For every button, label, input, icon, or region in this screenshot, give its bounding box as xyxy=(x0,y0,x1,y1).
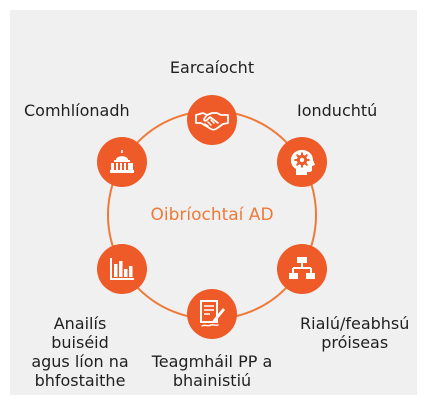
node-rialu-proiseas xyxy=(277,244,327,294)
document-pen-icon xyxy=(200,300,225,327)
node-label-earcaiocht: Earcaíocht xyxy=(169,58,255,77)
node-label-comhlionadh: Comhlíonadh xyxy=(24,101,130,120)
node-anailis-buiseid xyxy=(97,244,147,294)
node-comhlionadh xyxy=(97,137,147,187)
center-label: Oibríochtaí AD xyxy=(150,205,274,225)
node-label-ionduchtu: Ionduchtú xyxy=(297,101,378,120)
node-ionduchtu xyxy=(277,137,327,187)
node-label-teagmhail-pp: Teagmháil PP a bhainistiú xyxy=(151,352,273,390)
node-earcaiocht xyxy=(187,95,237,145)
capitol-building-icon xyxy=(110,150,134,173)
node-label-rialu-proiseas: Rialú/feabhsú próiseas xyxy=(300,314,410,352)
head-gear-icon xyxy=(291,150,315,175)
node-label-anailis-buiseid: Anailís buiséid agus líon na bhfostaithe xyxy=(31,314,129,390)
node-teagmhail-pp xyxy=(187,289,237,339)
handshake-icon xyxy=(195,112,229,131)
flowchart-icon xyxy=(289,257,315,279)
bar-chart-icon xyxy=(110,258,134,280)
